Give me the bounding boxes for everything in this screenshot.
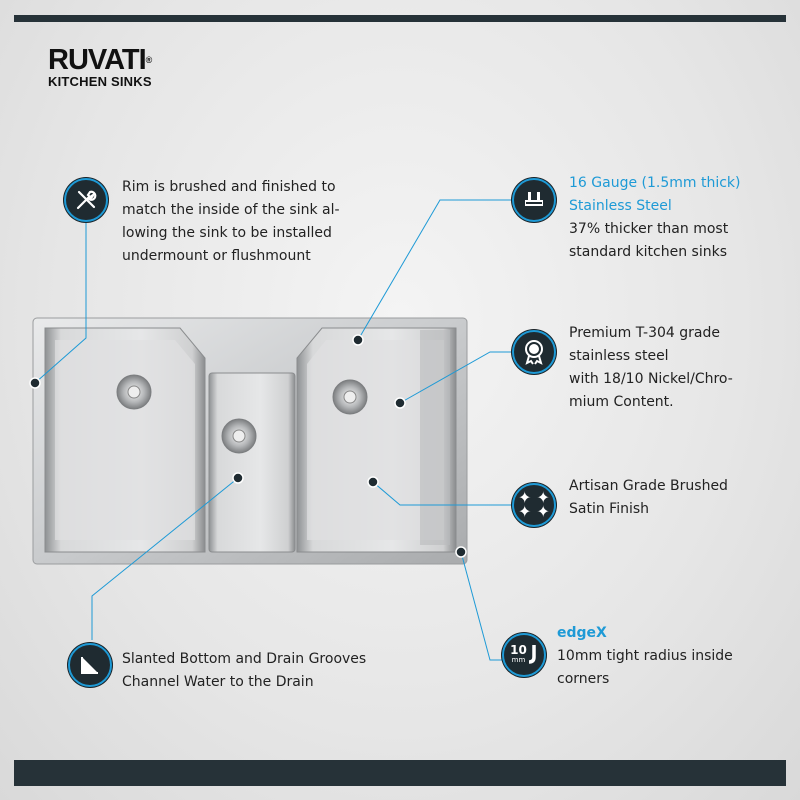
slanted-bottom-icon bbox=[68, 643, 112, 687]
tools-icon bbox=[64, 178, 108, 222]
top-bar bbox=[14, 15, 786, 22]
callout-dot bbox=[352, 334, 364, 346]
callout-dot bbox=[29, 377, 41, 389]
callout-dot bbox=[455, 546, 467, 558]
brand-logo: RUVATI® KITCHEN SINKS bbox=[48, 44, 152, 90]
callout-dot bbox=[232, 472, 244, 484]
sparkle-icon: ✦ ✦✦ ✦ bbox=[512, 483, 556, 527]
gauge-ruler-icon bbox=[512, 178, 556, 222]
callout-dot bbox=[394, 397, 406, 409]
callout-dot bbox=[367, 476, 379, 488]
feature-gauge-text: 16 Gauge (1.5mm thick)Stainless Steel 37… bbox=[569, 175, 741, 260]
bottom-bar bbox=[14, 760, 786, 786]
award-ribbon-icon bbox=[512, 330, 556, 374]
